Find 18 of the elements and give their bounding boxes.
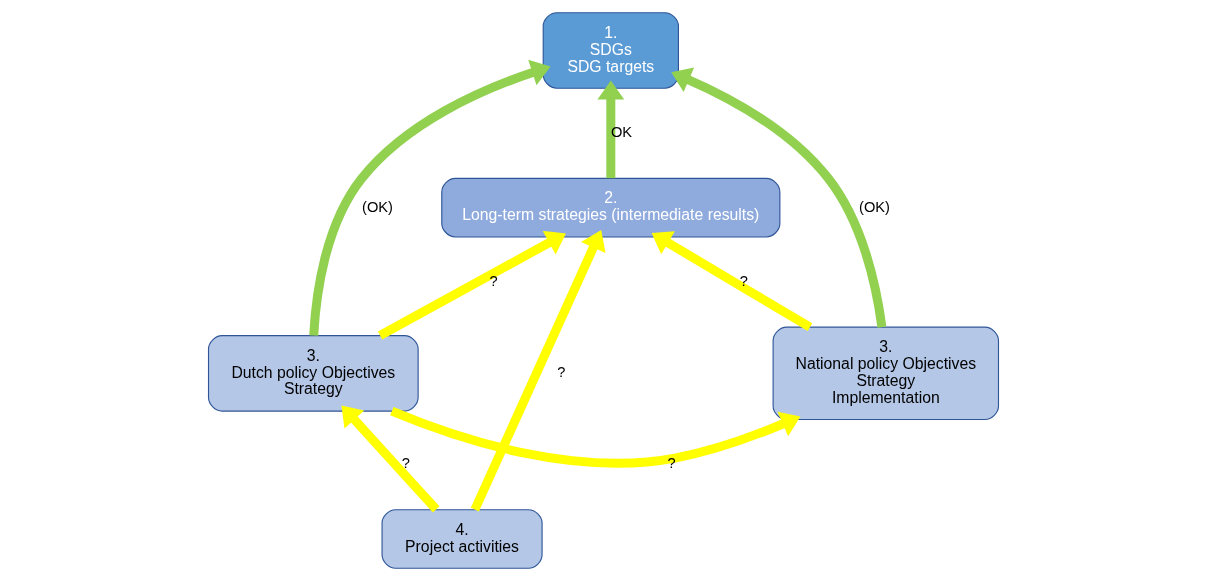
edge-label: ? bbox=[489, 272, 498, 289]
node-box: 3. National policy Objectives Strategy Implementation bbox=[772, 326, 999, 421]
arrow bbox=[389, 407, 800, 468]
arrow bbox=[651, 231, 812, 331]
node-box: 2. Long-term strategies (intermediate results) bbox=[440, 177, 780, 238]
edge-label: ? bbox=[556, 364, 565, 381]
arrow bbox=[377, 230, 566, 340]
arrow bbox=[670, 67, 886, 328]
arrow bbox=[308, 59, 551, 336]
node-box: 4. Project activities bbox=[381, 509, 543, 569]
edge-label: (OK) bbox=[361, 198, 393, 215]
arrow bbox=[470, 230, 606, 512]
node-box: 1. SDGs SDG targets bbox=[542, 12, 679, 89]
edge-label: (OK) bbox=[858, 198, 890, 215]
arrow bbox=[596, 80, 624, 179]
node-box: 3. Dutch policy Objectives Strategy bbox=[207, 335, 419, 412]
edge-label: ? bbox=[401, 455, 410, 472]
arrow bbox=[340, 405, 439, 513]
